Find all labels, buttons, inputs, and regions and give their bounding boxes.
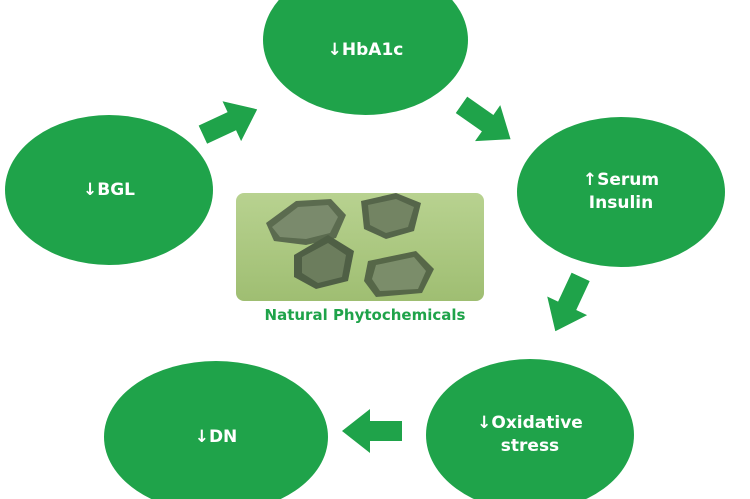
node-hba1c: ↓HbA1c <box>263 0 468 115</box>
block-arrow-icon <box>198 101 258 144</box>
node-hba1c-label: ↓HbA1c <box>327 39 404 60</box>
arrow-serum-to-oxidative <box>547 272 590 332</box>
node-serum-insulin-line1: ↑Serum <box>582 170 660 191</box>
node-oxidative-stress: ↓Oxidative stress <box>426 359 634 499</box>
arrow-oxidative-to-dn <box>342 409 402 453</box>
node-bgl-label: ↓BGL <box>83 179 135 200</box>
node-dn-label: ↓DN <box>194 426 238 447</box>
arrow-hba1c-to-serum <box>455 96 511 142</box>
block-arrow-icon <box>455 96 511 142</box>
node-oxidative-stress-line2: stress <box>500 436 560 456</box>
node-oxidative-stress-line1: ↓Oxidative <box>477 413 583 434</box>
block-arrow-icon <box>342 409 402 453</box>
node-bgl: ↓BGL <box>5 115 213 265</box>
arrow-bgl-to-hba1c <box>198 101 258 144</box>
node-serum-insulin-line2: Insulin <box>588 193 654 213</box>
center-caption: Natural Phytochemicals <box>264 306 466 324</box>
block-arrow-icon <box>547 272 590 332</box>
phytochemical-photo-graphic <box>236 193 484 301</box>
node-serum-insulin: ↑Serum Insulin <box>517 117 725 267</box>
node-dn: ↓DN <box>104 361 328 499</box>
phytochemical-photo <box>236 193 484 301</box>
